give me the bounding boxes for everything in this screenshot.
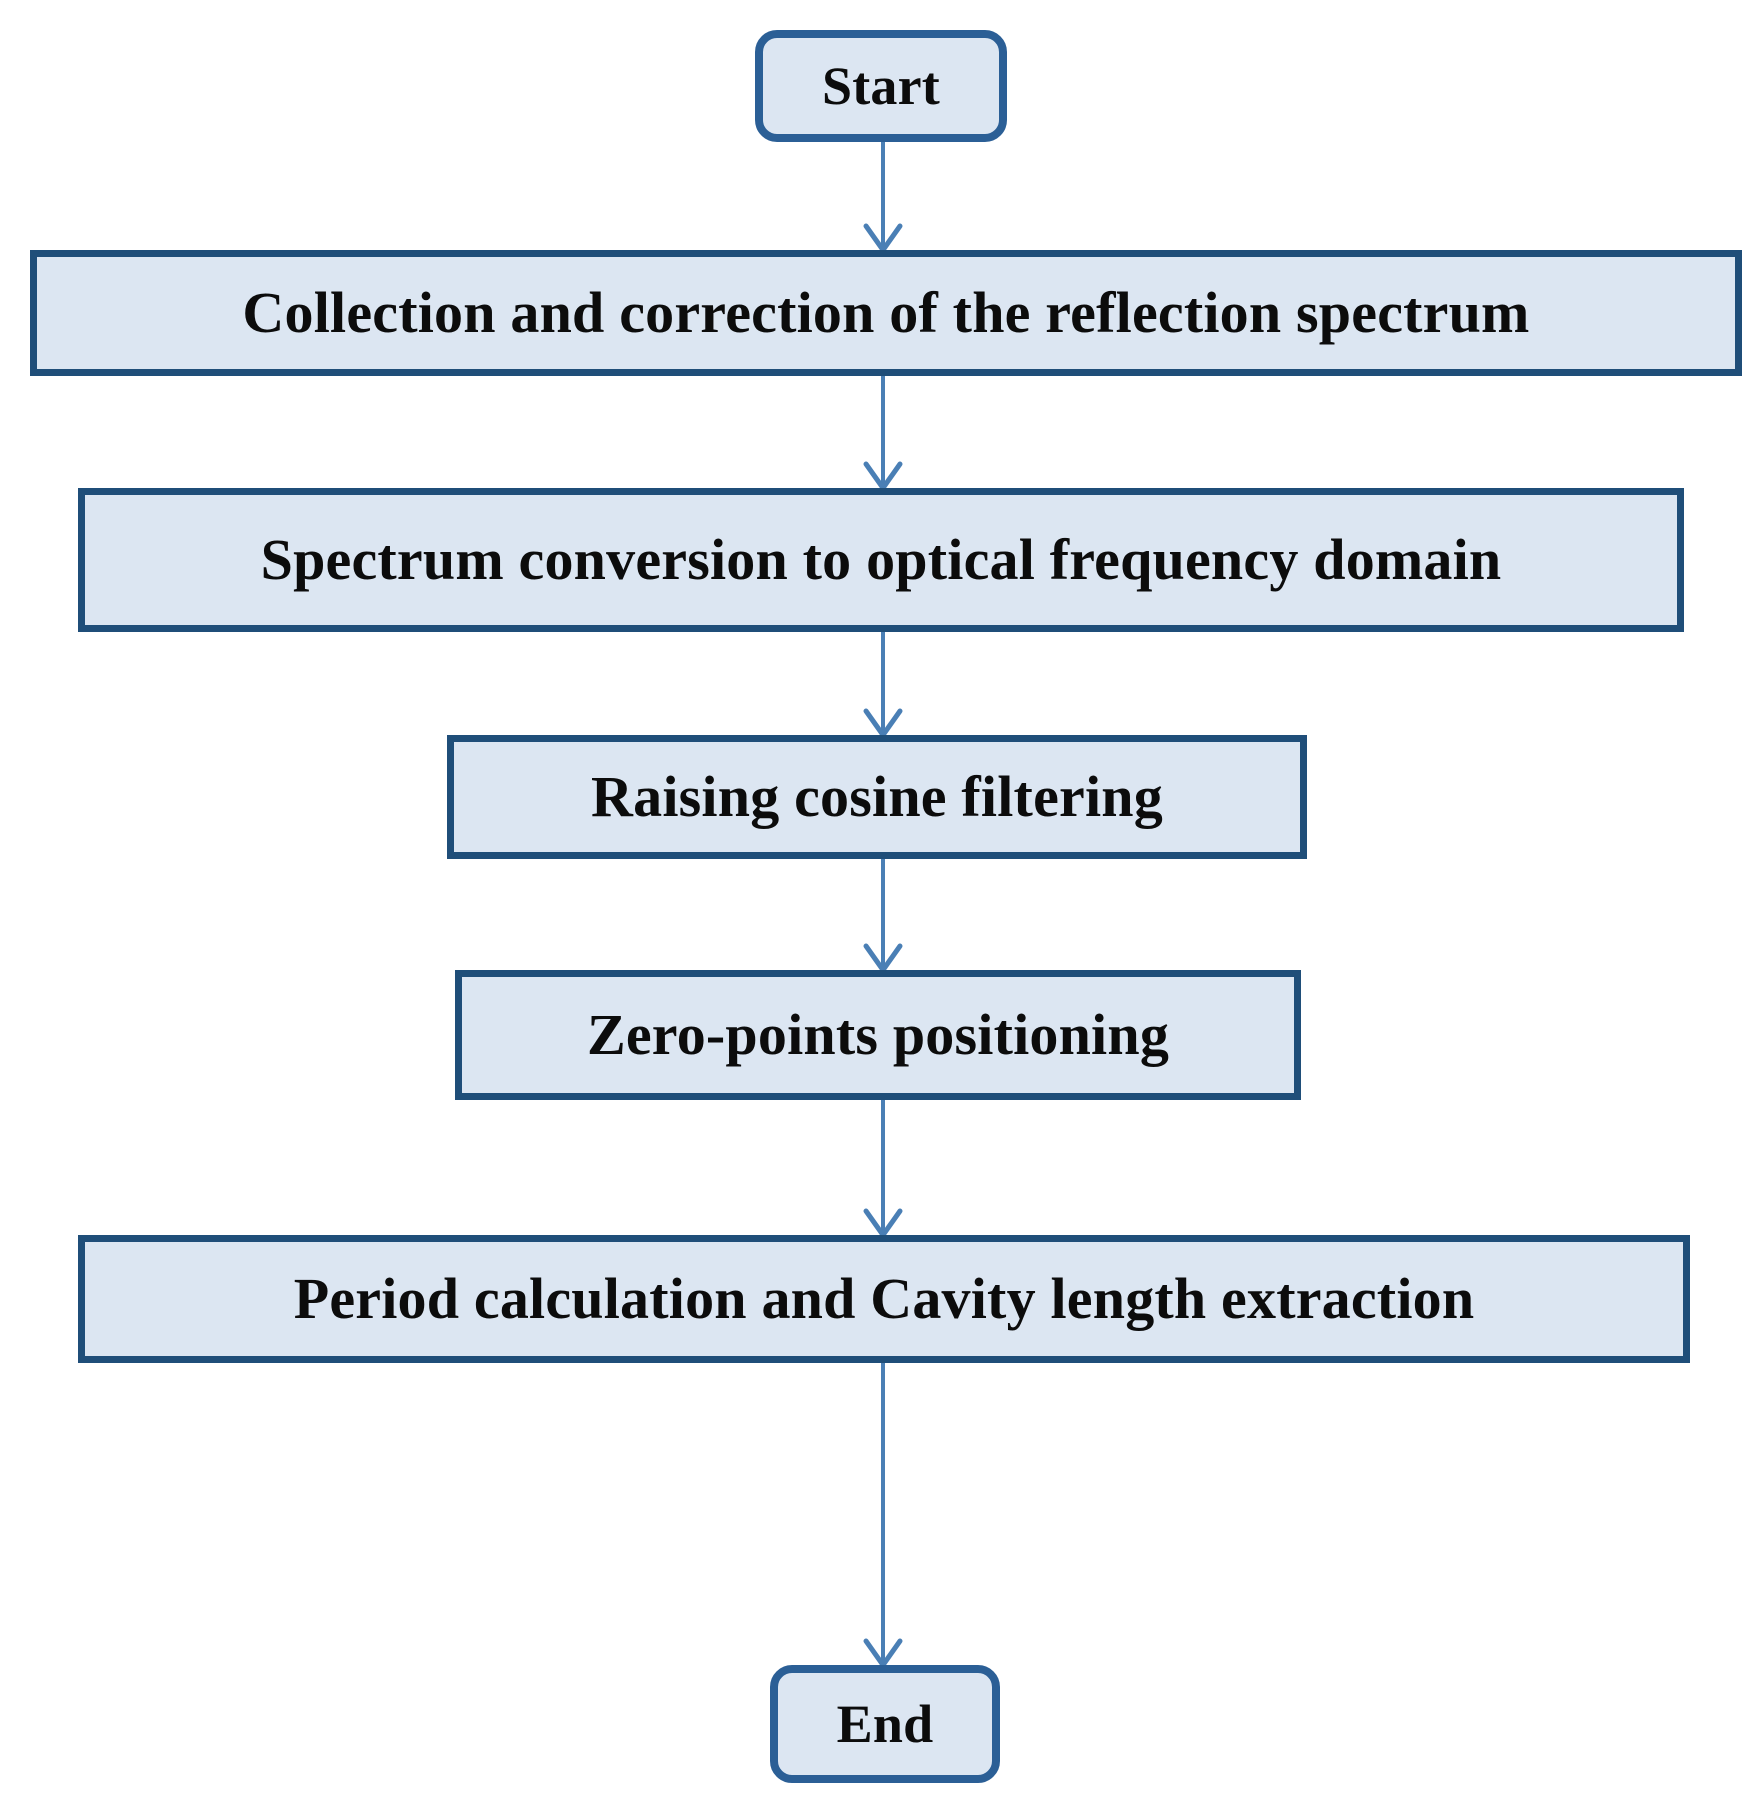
flow-node-spectrum-conversion[interactable]: Spectrum conversion to optical frequency… xyxy=(78,488,1684,632)
flow-node-period-calculation[interactable]: Period calculation and Cavity length ext… xyxy=(78,1235,1690,1363)
flow-node-raising-cosine-filtering[interactable]: Raising cosine filtering xyxy=(447,735,1307,859)
flow-node-zero-points-positioning[interactable]: Zero-points positioning xyxy=(455,970,1301,1100)
edge-step5-to-end xyxy=(866,1363,900,1665)
flow-node-collection-and-correction[interactable]: Collection and correction of the reflect… xyxy=(30,250,1742,376)
edge-start-to-step1 xyxy=(866,142,900,250)
edge-step3-to-step4 xyxy=(866,859,900,970)
flow-node-start[interactable]: Start xyxy=(755,30,1007,142)
flow-node-end[interactable]: End xyxy=(770,1665,1000,1783)
edge-step2-to-step3 xyxy=(866,632,900,735)
edge-step4-to-step5 xyxy=(866,1100,900,1235)
edge-step1-to-step2 xyxy=(866,376,900,488)
